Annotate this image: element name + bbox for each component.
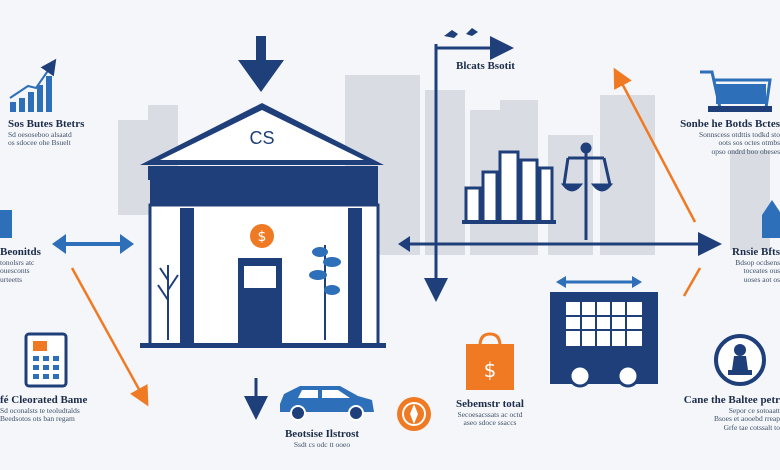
label-line: toceates ous [743,266,780,276]
shopping-cart-icon [550,276,658,388]
label-title: Blcats Bsotit [456,60,515,72]
label-line: Sonnscess otdttis todkd sto [698,129,780,139]
label-line: aseo sdoce ssaccs [463,418,517,428]
label-title: Rnsie Bfts [732,246,780,258]
svg-text:$: $ [484,358,497,382]
label-title: fé Cleorated Bame [0,394,88,406]
house-icon [762,200,780,238]
label-line: Bdsop ocdsens [735,257,780,267]
dollar-coin-icon: $ [250,224,274,248]
label-block-mid-right: Rnsie Bfts Bdsop ocdsens toceates ous uo… [722,246,780,285]
label-block-bottom-center: Sebemstr total Secoesacssats ac octd ase… [440,398,540,428]
label-block-bottom-car: Beotsise Ilstrost Ssdt cs odc tt ooeo [262,428,382,449]
label-title: Cane the Baltee petr [683,394,780,406]
compass-icon [397,397,431,431]
label-block-mid-left: Beonitds tonolsrs atc ouesconts urteetts [0,246,60,285]
label-line: Secoesacssats ac octd [457,409,523,419]
label-line: Sd oconalsts te teoludtalds [0,405,80,415]
label-line: Beedsotos ots ban regam [0,414,75,424]
bank-sign: CS [249,128,275,148]
two-way-arrow-icon [52,234,134,254]
svg-text:$: $ [258,229,267,245]
chess-pawn-icon [714,334,766,386]
label-line: Grfe tae cotssalt to [723,422,780,432]
bar-chart-icon [9,58,57,112]
shopping-bag-icon: $ [466,332,514,390]
axis-arrows [398,36,722,302]
label-line: urteetts [0,274,23,284]
label-line: opso ondrd boo obeses [711,146,780,156]
calculator-icon [24,332,68,388]
label-line: Bsoes et aooebd rreap [713,414,780,424]
label-line: tonolsrs atc [0,257,35,267]
bird-icon [444,28,478,38]
tree-icon [157,265,179,340]
label-title: Sos Butes Btetrs [8,118,85,130]
label-line: Ssdt cs odc tt ooeo [293,439,351,449]
label-line: uoses aot os [743,274,780,284]
label-line: oots sos octes otmbs [718,138,780,148]
label-title: Sebemstr total [456,398,524,410]
orange-arrow [613,67,697,223]
scales-icon [560,142,614,240]
label-line: os sdocee ohe Bsuelt [8,138,71,148]
arrow-down-icon [238,36,284,92]
label-line: Sd oesoseboo alsaatd [8,129,72,139]
orange-arrow [682,267,702,297]
label-block-top-left: Sos Butes Btetrs Sd oesoseboo alsaatd os… [8,118,108,148]
car-icon [244,378,374,421]
orange-arrow [70,267,149,407]
label-block-top-right: Sonbe he Botds Bctes Sonnscess otdttis t… [676,118,780,157]
label-block-low-left: fé Cleorated Bame Sd oconalsts te teolud… [0,394,120,424]
tree-icon [309,245,341,340]
label-title: Sonbe he Botds Bctes [680,118,780,130]
label-title: Beotsise Ilstrost [284,428,360,440]
shopping-cart-icon [700,70,772,112]
label-title: Beonitds [0,246,41,258]
label-line: Sepor ce sotoaatt [728,405,780,415]
label-block-bottom-right: Cane the Baltee petr Sepor ce sotoaatt B… [668,394,780,433]
label-line: ouesconts [0,266,30,276]
house-icon [0,210,12,238]
